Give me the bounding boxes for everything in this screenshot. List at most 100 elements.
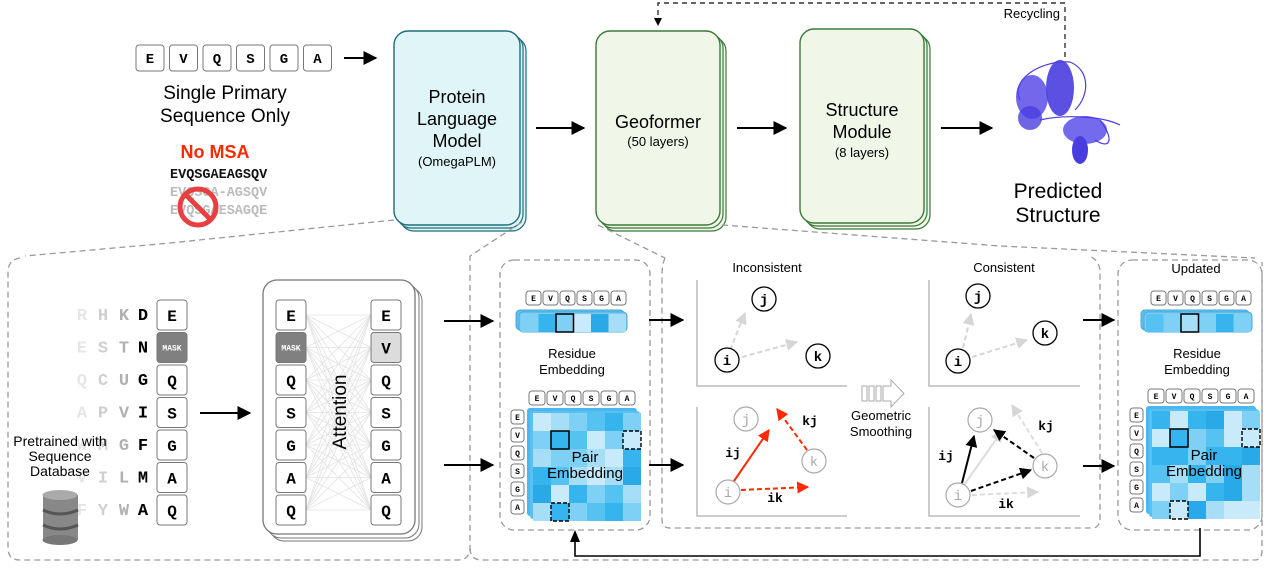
embedding-token: E <box>525 290 542 306</box>
embedding-token: V <box>1129 425 1144 441</box>
svg-text:A: A <box>381 470 391 488</box>
embedding-token: G <box>1218 290 1235 306</box>
msa-row: EVQSGAESAGQE <box>170 204 267 219</box>
embedding-token: Q <box>510 445 525 461</box>
edge-label-ik: ik <box>767 491 783 506</box>
embedding-token: S <box>510 463 525 479</box>
smoothing-arrow-icon <box>861 378 905 409</box>
residue-embedding-label-1: Residue <box>548 346 596 361</box>
smoothing-label-line2: Smoothing <box>850 424 912 439</box>
attention-input-token: A <box>275 462 307 493</box>
embedding-token: G <box>1219 388 1237 404</box>
svg-text:S: S <box>167 405 177 423</box>
svg-text:S: S <box>246 52 254 68</box>
black-edge-ik <box>970 467 1033 492</box>
svg-text:A: A <box>1241 295 1246 304</box>
node-k-updated: k <box>1032 453 1058 479</box>
embedding-token: Q <box>1129 443 1144 459</box>
svg-text:S: S <box>1134 466 1139 475</box>
svg-text:Q: Q <box>1190 393 1195 402</box>
node-i-consistent: i <box>945 348 971 374</box>
svg-text:S: S <box>1208 393 1213 402</box>
attention-connections <box>305 314 372 511</box>
svg-text:S: S <box>381 405 391 423</box>
svg-text:V: V <box>179 52 188 68</box>
svg-text:Q: Q <box>167 373 177 391</box>
svg-text:i: i <box>723 354 731 370</box>
no-msa-label: No MSA <box>181 142 250 162</box>
svg-text:V: V <box>1172 393 1177 402</box>
svg-text:I: I <box>138 405 148 424</box>
structure-line2: Module <box>832 122 891 142</box>
consistent-edge-ij <box>962 312 975 349</box>
embedding-token: Q <box>1184 290 1201 306</box>
embedding-token: G <box>593 290 610 306</box>
svg-text:E: E <box>286 308 296 326</box>
embedding-token: G <box>510 481 525 497</box>
svg-text:A: A <box>515 504 520 513</box>
sequence-token: E <box>135 44 165 72</box>
svg-text:E: E <box>1134 412 1139 421</box>
plm-expansion-guide-right <box>469 221 523 257</box>
geoformer-box: Geoformer (50 layers) <box>595 30 727 232</box>
svg-text:i: i <box>954 489 962 505</box>
sequence-token: Q <box>202 44 232 72</box>
red-edge-kj <box>776 408 808 451</box>
attention-input-token: Q <box>275 494 307 526</box>
embedding-token: E <box>1147 388 1165 404</box>
svg-text:E: E <box>1154 393 1159 402</box>
svg-text:A: A <box>1244 393 1249 402</box>
svg-text:Q: Q <box>381 503 391 521</box>
plm-detail-panel <box>7 256 471 561</box>
svg-text:Y: Y <box>98 502 109 521</box>
embedding-token: Q <box>1183 388 1201 404</box>
node-k-faded: k <box>801 448 827 474</box>
geoformer-sub: (50 layers) <box>627 134 688 149</box>
svg-text:A: A <box>313 52 322 68</box>
plm-line1: Protein <box>428 87 485 107</box>
svg-text:F: F <box>138 437 148 456</box>
svg-text:U: U <box>119 372 129 391</box>
updated-pair-label-1: Pair <box>1191 447 1218 464</box>
svg-text:E: E <box>167 308 177 326</box>
svg-text:G: G <box>607 395 612 404</box>
output-label-line1: Predicted <box>1014 180 1103 203</box>
svg-text:M: M <box>138 470 148 489</box>
attention-input-token: MASK <box>275 332 307 363</box>
svg-text:k: k <box>1041 460 1049 476</box>
svg-text:E: E <box>146 52 154 68</box>
red-edge-ik <box>740 481 810 494</box>
inconsistent-label: Inconsistent <box>732 260 802 275</box>
svg-text:L: L <box>119 470 129 489</box>
svg-text:A: A <box>167 470 177 488</box>
feedback-loop-arrowhead <box>570 530 580 542</box>
svg-text:V: V <box>548 295 553 304</box>
edge-label-ij: ij <box>725 446 741 461</box>
svg-text:K: K <box>119 307 130 326</box>
node-i: i <box>714 347 740 373</box>
msa-row: EVQSGAEAGSQV <box>170 168 268 183</box>
svg-text:W: W <box>119 502 130 521</box>
attention-label: Attention <box>330 375 351 450</box>
geoformer-title: Geoformer <box>615 112 701 132</box>
svg-text:E: E <box>77 340 87 359</box>
svg-text:Q: Q <box>213 52 221 68</box>
svg-text:P: P <box>98 405 108 424</box>
svg-text:G: G <box>119 437 129 456</box>
edge-label-ik-consistent: ik <box>998 497 1014 512</box>
svg-text:H: H <box>98 307 108 326</box>
svg-text:MASK: MASK <box>162 345 181 354</box>
masked-sequence-token: E <box>156 299 188 331</box>
db-label-line1: Pretrained with <box>13 433 106 449</box>
inconsistent-edge-ij <box>729 311 747 351</box>
svg-text:j: j <box>742 413 750 429</box>
smoothing-label-line1: Geometric <box>851 408 911 423</box>
plm-expansion-guide <box>24 219 395 257</box>
embedding-token: S <box>582 390 600 406</box>
